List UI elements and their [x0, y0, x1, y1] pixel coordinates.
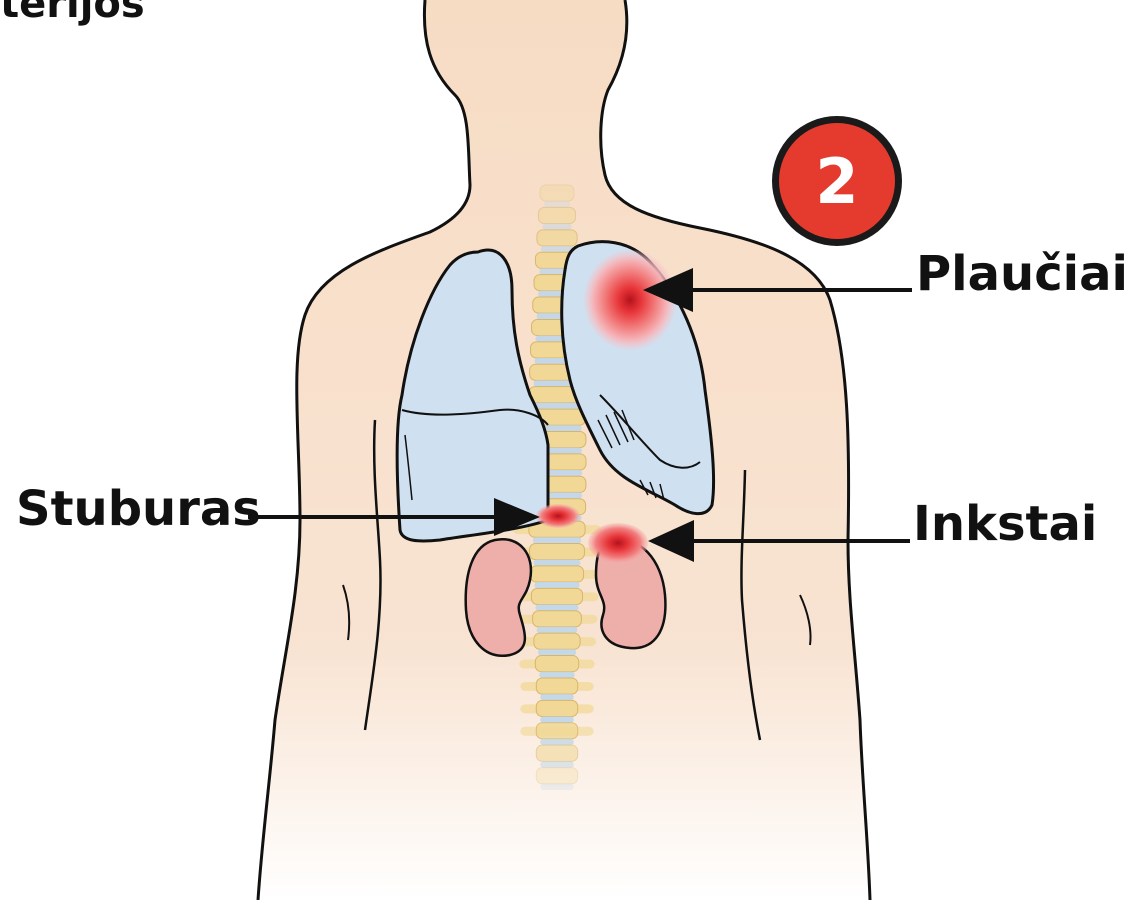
label-kidneys: Inkstai — [913, 500, 1097, 548]
intervertebral-disc — [533, 403, 581, 409]
vertebra — [530, 544, 585, 560]
intervertebral-disc — [540, 694, 573, 700]
step-badge: 2 — [772, 116, 902, 246]
vertebra — [530, 566, 583, 582]
intervertebral-disc — [540, 761, 573, 767]
intervertebral-disc — [533, 537, 581, 543]
vertebra — [538, 207, 575, 223]
intervertebral-disc — [535, 604, 578, 610]
intervertebral-disc — [540, 784, 573, 790]
vertebra — [536, 678, 577, 694]
vertebra — [534, 633, 580, 649]
step-badge-number: 2 — [779, 123, 895, 239]
intervertebral-disc — [540, 717, 573, 723]
intervertebral-disc — [534, 560, 581, 566]
intervertebral-disc — [542, 224, 571, 230]
vertebra — [536, 700, 577, 716]
vertebra — [536, 723, 577, 739]
label-spine: Stuburas — [16, 485, 261, 533]
label-lungs: Plaučiai — [916, 250, 1124, 298]
spine-lesion — [536, 504, 580, 528]
vertebra — [531, 588, 582, 604]
intervertebral-disc — [534, 582, 579, 588]
intervertebral-disc — [540, 739, 573, 745]
intervertebral-disc — [539, 672, 574, 678]
vertebra — [536, 768, 577, 784]
intervertebral-disc — [541, 246, 573, 252]
kidney-lesion — [588, 523, 648, 563]
intervertebral-disc — [544, 201, 570, 207]
right-kidney — [466, 539, 531, 656]
intervertebral-disc — [538, 649, 576, 655]
vertebra — [536, 745, 577, 761]
intervertebral-disc — [537, 627, 578, 633]
vertebra — [535, 656, 578, 672]
vertebra — [540, 185, 574, 201]
vertebra — [533, 611, 582, 627]
lung-lesion — [584, 250, 676, 350]
title-fragment: terijos — [0, 0, 145, 24]
vertebra — [537, 230, 577, 246]
